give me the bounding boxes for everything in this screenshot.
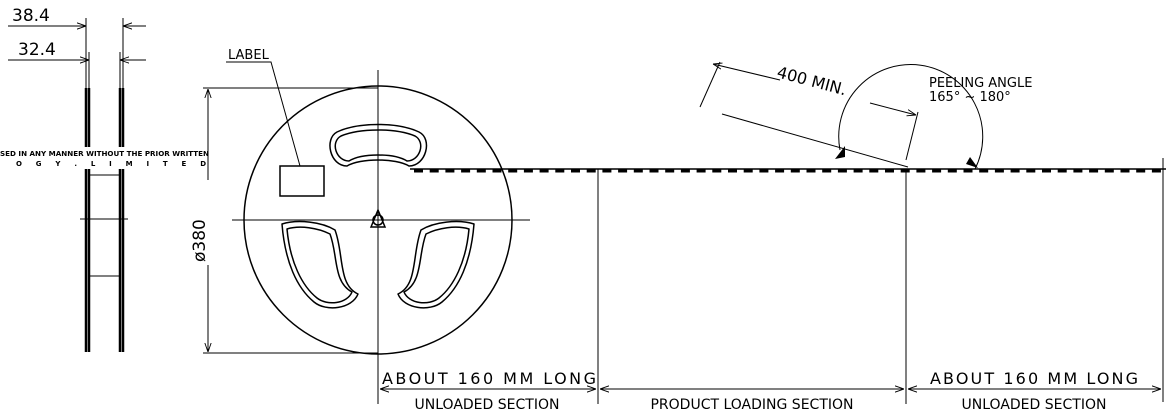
tape-pocket [633, 169, 643, 173]
tape-pocket [539, 169, 549, 173]
tape-pocket [1010, 169, 1020, 173]
tape-pocket [523, 169, 533, 173]
tape-pocket [696, 169, 706, 173]
tape-pocket [649, 169, 659, 173]
side-view: 38.4 32.4 SED IN ANY MANNER WITHOUT THE … [0, 6, 210, 352]
tape-pocket [869, 169, 879, 173]
tape-pocket [1120, 169, 1130, 173]
tape-pocket [414, 169, 423, 173]
tape-pocket [728, 169, 737, 173]
dim-diameter: ø380 [190, 219, 210, 262]
peeling-arc-arrow-left [835, 146, 845, 159]
tape-pocket [680, 169, 690, 173]
tape-pocket [1089, 169, 1099, 173]
reel-front-view: ø380 LABEL [190, 48, 530, 372]
peeling-angle-range: 165° ~ 180° [929, 90, 1011, 105]
reel-window-lower-left [281, 220, 359, 309]
peeling-angle-arc [838, 64, 984, 170]
section-left-name: UNLOADED SECTION [415, 397, 560, 413]
tape-pocket [994, 169, 1004, 173]
hub-circle [372, 214, 384, 226]
section-dimensions: ABOUT 160 MM LONG UNLOADED SECTION PRODU… [377, 169, 1161, 413]
dim-400-arrow-left [713, 64, 781, 81]
section-middle-name: PRODUCT LOADING SECTION [650, 397, 853, 413]
tape-pocket [900, 169, 910, 173]
label-box [279, 165, 325, 197]
tape-pocket [586, 169, 596, 173]
carrier-tape [410, 158, 1166, 402]
tape-pocket [476, 169, 486, 173]
tape-pocket [759, 169, 769, 173]
tape-pocket [806, 169, 816, 173]
tape-pocket [822, 169, 832, 173]
reel-window-top [329, 123, 428, 167]
tape-pocket [790, 169, 800, 173]
dim-inner-width: 32.4 [18, 40, 56, 60]
peeling-arc-arrow-right [966, 157, 978, 168]
section-right-length: ABOUT 160 MM LONG [930, 369, 1138, 388]
peeling-angle-title: PEELING ANGLE [929, 76, 1032, 91]
tape-pocket [916, 169, 926, 173]
tape-pocket [665, 169, 675, 173]
tape-pocket [932, 169, 942, 173]
tape-pocket [979, 169, 989, 173]
tape-pocket [743, 169, 753, 173]
peeled-cover-tape [721, 113, 909, 168]
tape-pocket [837, 169, 847, 173]
tape-pocket [963, 169, 973, 173]
tape-pocket [1073, 169, 1083, 173]
tape-pocket [602, 169, 612, 173]
side-view-text-line1: SED IN ANY MANNER WITHOUT THE PRIOR WRIT… [0, 150, 209, 158]
tape-pocket [1042, 169, 1051, 173]
tape-pocket [775, 169, 785, 173]
dim-tape-length: 400 MIN. [775, 63, 849, 100]
reel-window-lower-right [397, 220, 475, 309]
label-leader [226, 61, 301, 167]
tape-pocket [885, 169, 894, 173]
tape-pocket [555, 169, 565, 173]
tape-pocket [492, 169, 502, 173]
side-text-backdrop [0, 147, 210, 169]
dim-400-ext-left [699, 61, 721, 108]
tape-pocket [508, 169, 518, 173]
section-right-name: UNLOADED SECTION [962, 397, 1107, 413]
tape-pocket [1136, 169, 1146, 173]
tape-pocket [445, 169, 455, 173]
tape-pocket [461, 169, 471, 173]
side-view-text-line2: O G Y . L I M I T E D [16, 160, 206, 168]
tape-pocket [947, 169, 957, 173]
dim-400-ext-right [905, 111, 919, 161]
hub-triangle [369, 208, 387, 228]
tape-pockets [414, 169, 1161, 173]
dim-outer-width: 38.4 [12, 6, 50, 26]
tape-pocket [853, 169, 863, 173]
label-title: LABEL [228, 48, 270, 63]
tape-pocket [1151, 169, 1161, 173]
tape-pocket [1104, 169, 1114, 173]
tape-pocket [571, 169, 580, 173]
tape-pocket [712, 169, 722, 173]
peel-dimension: 400 MIN. PEELING ANGLE 165° ~ 180° [699, 61, 1032, 170]
dim-400-arrow-right [869, 102, 916, 115]
tape-pocket [1026, 169, 1036, 173]
tape-pocket [1057, 169, 1067, 173]
tape-pocket [618, 169, 628, 173]
tape-pocket [429, 169, 439, 173]
section-left-length: ABOUT 160 MM LONG [382, 369, 596, 388]
